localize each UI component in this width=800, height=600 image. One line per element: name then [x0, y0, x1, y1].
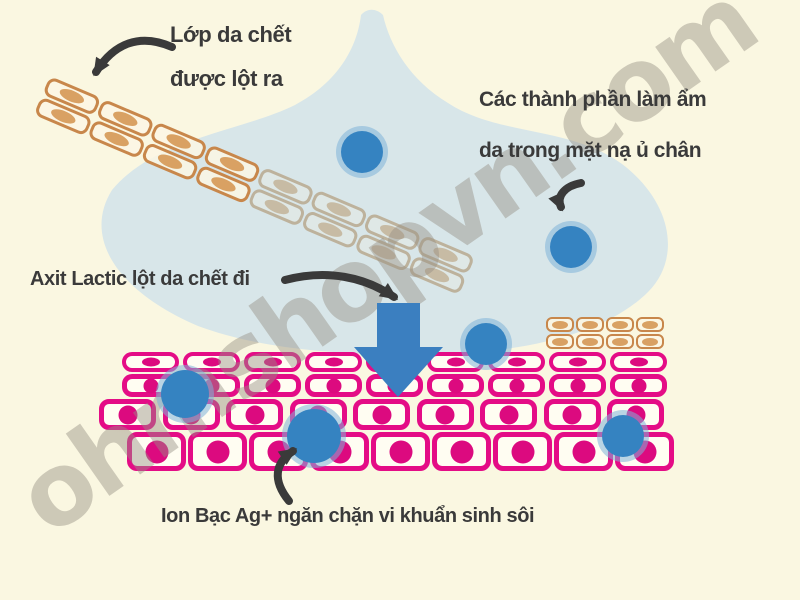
skin-cell: [427, 374, 484, 397]
cell-nucleus: [435, 405, 455, 424]
cell-nucleus: [582, 320, 598, 329]
cell-nucleus: [145, 440, 168, 463]
skin-cell: [488, 374, 545, 397]
label-dead-skin-line1: Lớp da chết: [170, 22, 292, 47]
cell-nucleus: [642, 320, 658, 329]
cell-nucleus: [642, 337, 658, 346]
dead-skin-cell: [636, 317, 664, 332]
cell-nucleus: [111, 108, 140, 129]
cell-nucleus: [552, 320, 568, 329]
label-lactic-acid: Axit Lactic lột da chết đi: [30, 268, 250, 290]
cell-nucleus: [265, 378, 280, 393]
cell-nucleus: [562, 405, 582, 424]
cell-nucleus: [387, 378, 402, 393]
skin-cell: [188, 432, 247, 471]
cell-nucleus: [631, 378, 646, 393]
cell-nucleus: [143, 378, 158, 393]
cell-nucleus: [217, 153, 247, 175]
skin-cell: [366, 352, 423, 372]
cell-nucleus: [582, 337, 598, 346]
cell-nucleus: [57, 86, 86, 107]
skin-cell: [127, 432, 186, 471]
label-moisturizer-line2: da trong mặt nạ ủ chân: [479, 139, 702, 162]
skin-cell: [480, 399, 537, 430]
cell-nucleus: [499, 405, 518, 424]
cell-nucleus: [511, 440, 534, 463]
cell-nucleus: [49, 106, 78, 127]
skin-cell: [226, 399, 283, 430]
skin-cell: [610, 352, 667, 372]
cell-nucleus: [141, 357, 160, 367]
skin-cell: [244, 374, 301, 397]
cell-nucleus: [262, 196, 291, 218]
cell-nucleus: [164, 131, 193, 152]
cell-nucleus: [509, 378, 524, 393]
label-dead-skin-line2: được lột ra: [170, 66, 283, 91]
blue-particle: [287, 409, 341, 463]
skin-cell: [610, 374, 667, 397]
cell-nucleus: [118, 405, 137, 424]
skin-cell: [615, 432, 674, 471]
skin-cell: [416, 399, 474, 430]
cell-nucleus: [446, 357, 465, 367]
cell-nucleus: [552, 337, 568, 346]
skin-cell: [549, 374, 606, 397]
cell-nucleus: [385, 357, 404, 367]
cell-nucleus: [202, 357, 221, 367]
cell-nucleus: [570, 378, 585, 393]
blue-particle: [550, 226, 592, 268]
dead-skin-cell: [606, 317, 634, 332]
cell-nucleus: [102, 128, 131, 150]
label-silver-ion: Ion Bạc Ag+ ngăn chặn vi khuẩn sinh sôi: [161, 505, 535, 527]
cell-nucleus: [267, 440, 290, 463]
cell-nucleus: [389, 440, 412, 463]
cell-nucleus: [271, 176, 300, 197]
cell-nucleus: [568, 357, 587, 367]
cell-nucleus: [507, 357, 526, 367]
cell-nucleus: [245, 405, 264, 424]
blue-particle: [341, 131, 383, 173]
skin-cell: [353, 399, 410, 430]
dead-skin-cell: [576, 334, 604, 349]
blue-particle: [602, 415, 644, 457]
skin-cell: [99, 399, 156, 430]
cell-nucleus: [206, 440, 229, 463]
cell-nucleus: [155, 151, 185, 172]
cell-nucleus: [448, 378, 463, 393]
skin-cell: [432, 432, 491, 471]
skin-cell: [371, 432, 430, 471]
cell-nucleus: [209, 174, 238, 195]
blue-particle: [465, 323, 507, 365]
dead-skin-cell: [546, 317, 574, 332]
blue-particle: [161, 370, 209, 418]
cell-nucleus: [572, 440, 595, 463]
dead-skin-group-right: [546, 317, 664, 349]
cell-nucleus: [612, 337, 628, 346]
skin-cell: [543, 399, 601, 430]
dead-skin-cell: [576, 317, 604, 332]
skin-cell: [305, 374, 362, 397]
cell-nucleus: [450, 440, 473, 463]
skin-cell: [493, 432, 552, 471]
skin-cell: [549, 352, 606, 372]
dead-skin-cell: [636, 334, 664, 349]
arrow-to-dead-skin: [92, 36, 176, 77]
cell-nucleus: [372, 405, 391, 424]
cell-nucleus: [629, 357, 648, 367]
cell-nucleus: [263, 357, 282, 367]
dead-skin-cell: [546, 334, 574, 349]
cell-nucleus: [324, 357, 343, 367]
skin-cell: [366, 374, 423, 397]
label-moisturizer-line1: Các thành phần làm ẩm: [479, 88, 707, 111]
cell-nucleus: [326, 378, 341, 393]
cell-nucleus: [612, 320, 628, 329]
dead-skin-cell: [606, 334, 634, 349]
